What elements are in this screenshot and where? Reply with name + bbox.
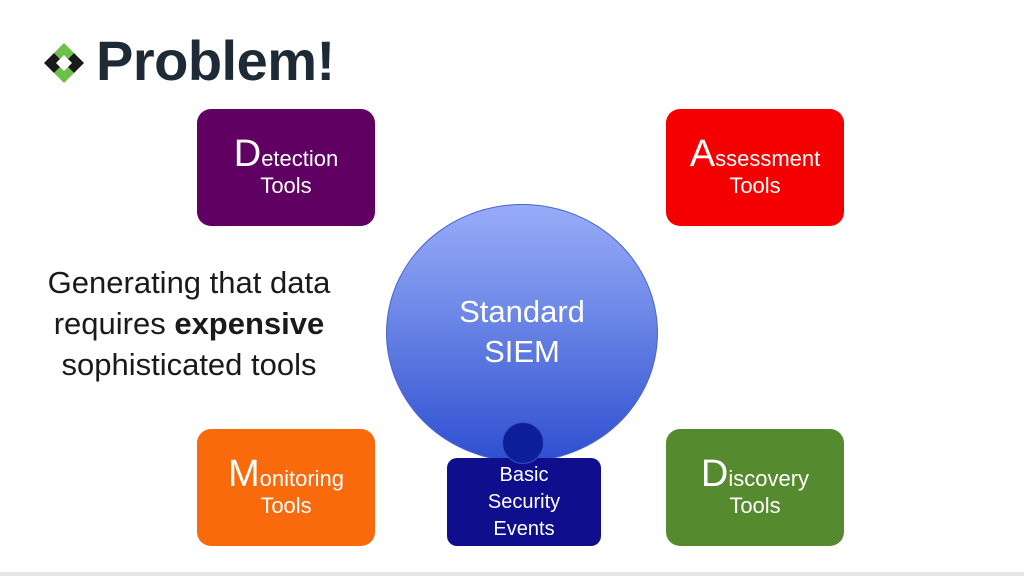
detection-label: etection bbox=[261, 146, 339, 171]
monitoring-label: onitoring bbox=[259, 466, 345, 491]
assessment-initial: A bbox=[689, 133, 716, 175]
assessment-tools-label: Tools bbox=[729, 173, 781, 198]
assessment-tools-box: Assessment Tools bbox=[666, 109, 844, 226]
siem-label-line-1: Standard bbox=[459, 294, 585, 329]
basic-security-events-box: Basic Security Events bbox=[447, 458, 601, 546]
standard-siem-circle bbox=[386, 204, 658, 462]
monitoring-initial: M bbox=[227, 453, 260, 495]
body-text-line-2: requires expensive bbox=[24, 303, 354, 344]
slide-title: Problem! bbox=[96, 29, 335, 92]
detection-initial: D bbox=[233, 133, 262, 175]
diamond-logo-icon bbox=[44, 43, 84, 83]
body-text: Generating that data requires expensive … bbox=[24, 262, 354, 385]
standard-siem-label: Standard SIEM bbox=[386, 292, 658, 372]
monitoring-tools-label: Tools bbox=[260, 493, 312, 518]
monitoring-tools-box: Monitoring Tools bbox=[197, 429, 375, 546]
assessment-label: ssessment bbox=[715, 146, 821, 171]
siem-label-line-2: SIEM bbox=[484, 334, 560, 369]
body-text-line-1: Generating that data bbox=[47, 265, 331, 300]
body-text-prefix: requires bbox=[53, 306, 175, 341]
discovery-initial: D bbox=[700, 453, 729, 495]
discovery-tools-label: Tools bbox=[729, 493, 781, 518]
detection-tools-label: Tools bbox=[260, 173, 312, 198]
body-text-line-3: sophisticated tools bbox=[61, 347, 317, 382]
detection-tools-box: Detection Tools bbox=[197, 109, 375, 226]
events-line-1: Basic bbox=[499, 463, 549, 486]
body-text-emphasis: expensive bbox=[174, 306, 325, 341]
discovery-tools-box: Discovery Tools bbox=[666, 429, 844, 546]
events-line-3: Events bbox=[493, 517, 555, 540]
siem-connector-knob bbox=[502, 422, 544, 464]
discovery-label: iscovery bbox=[728, 466, 810, 491]
events-line-2: Security bbox=[487, 490, 561, 513]
footer-divider bbox=[0, 572, 1024, 576]
